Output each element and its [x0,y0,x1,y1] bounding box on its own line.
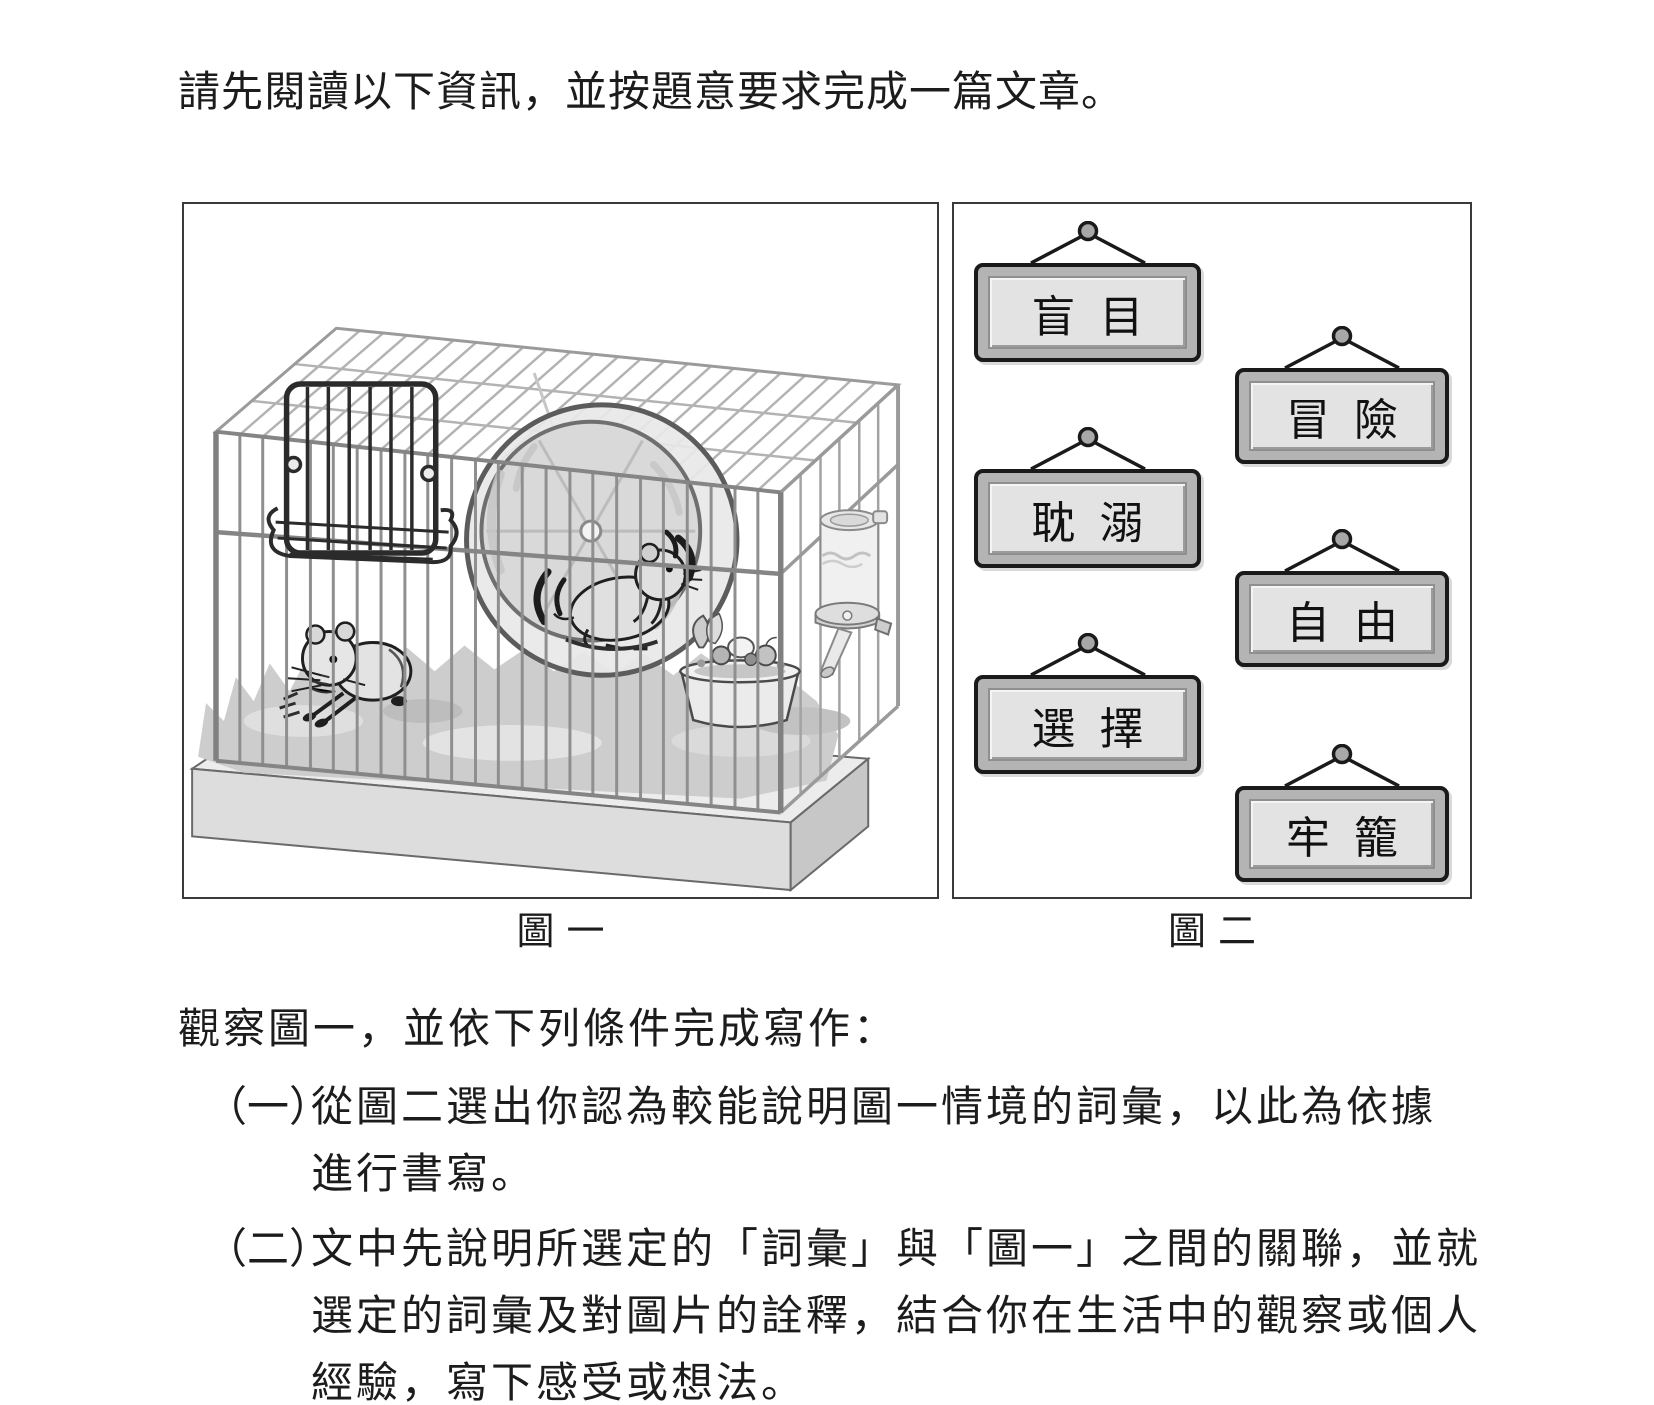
sign-label: 牢籠 [1286,813,1422,864]
sign-indulgence: 耽溺 [974,427,1201,568]
sign-cage: 牢籠 [1235,744,1449,882]
sign-hanger [1029,633,1146,675]
nail-icon [1077,427,1098,448]
condition-item-1: （一） 從圖二選出你認為較能說明圖一情境的詞彙，以此為依據 進行書寫。 [205,1073,1535,1207]
sign-adventure: 冒險 [1235,326,1449,464]
figure2-box: 盲目 冒險 耽溺 自由 [952,202,1472,899]
conditions-list: （一） 從圖二選出你認為較能說明圖一情境的詞彙，以此為依據 進行書寫。 （二） … [205,1073,1535,1405]
condition-line: 文中先說明所選定的「詞彙」與「圖一」之間的關聯，並就 [311,1224,1482,1273]
condition-marker: （一） [205,1082,332,1131]
nail-icon [1331,529,1353,550]
sign-hanger [1284,744,1400,786]
nail-icon [1077,633,1098,654]
sign-hanger [1029,427,1146,469]
sign-label: 自由 [1286,598,1422,649]
cage-door [283,381,439,556]
sign-label: 冒險 [1286,395,1422,446]
water-bottle [814,509,893,679]
figure1-box [182,202,939,899]
door-hinge [284,455,303,474]
sign-hanger [1284,529,1400,571]
condition-item-2: （二） 文中先說明所選定的「詞彙」與「圖一」之間的關聯，並就 選定的詞彙及對圖片… [205,1215,1535,1405]
condition-marker: （二） [205,1224,332,1273]
hamster-whiskers [287,666,366,693]
wheel-hub [579,519,603,543]
hamster-ear [639,542,660,564]
sign-label: 耽溺 [1031,497,1168,549]
condition-line: 選定的詞彙及對圖片的詮釋，結合你在生活中的觀察或個人 [311,1291,1482,1340]
door-hinge [420,464,438,483]
condition-line: 經驗，寫下感受或想法。 [311,1358,807,1405]
sign-freedom: 自由 [1235,529,1449,667]
intro-text: 請先閱讀以下資訊，並按題意要求完成一篇文章。 [178,67,1125,116]
water-level [821,551,872,561]
food-leaf [692,614,711,649]
figure1-caption: 圖一 [516,909,617,953]
sign-label: 盲目 [1031,291,1168,343]
hamster-ear [335,621,356,642]
sign-choice: 選擇 [974,633,1201,774]
sign-blind: 盲目 [974,221,1201,362]
sign-hanger [1284,326,1400,368]
condition-line: 從圖二選出你認為較能說明圖一情境的詞彙，以此為依據 [311,1082,1437,1131]
nail-icon [1077,221,1098,242]
sign-hanger [1029,221,1146,263]
figure2-caption: 圖二 [1167,909,1268,953]
hay-rack [266,506,459,565]
condition-line: 進行書寫。 [311,1149,537,1198]
nail-icon [1331,744,1353,765]
task-intro-text: 觀察圖一，並依下列條件完成寫作： [178,1004,899,1053]
sign-label: 選擇 [1031,703,1168,755]
hamster-cage-illustration [189,326,902,893]
nail-icon [1331,326,1353,347]
